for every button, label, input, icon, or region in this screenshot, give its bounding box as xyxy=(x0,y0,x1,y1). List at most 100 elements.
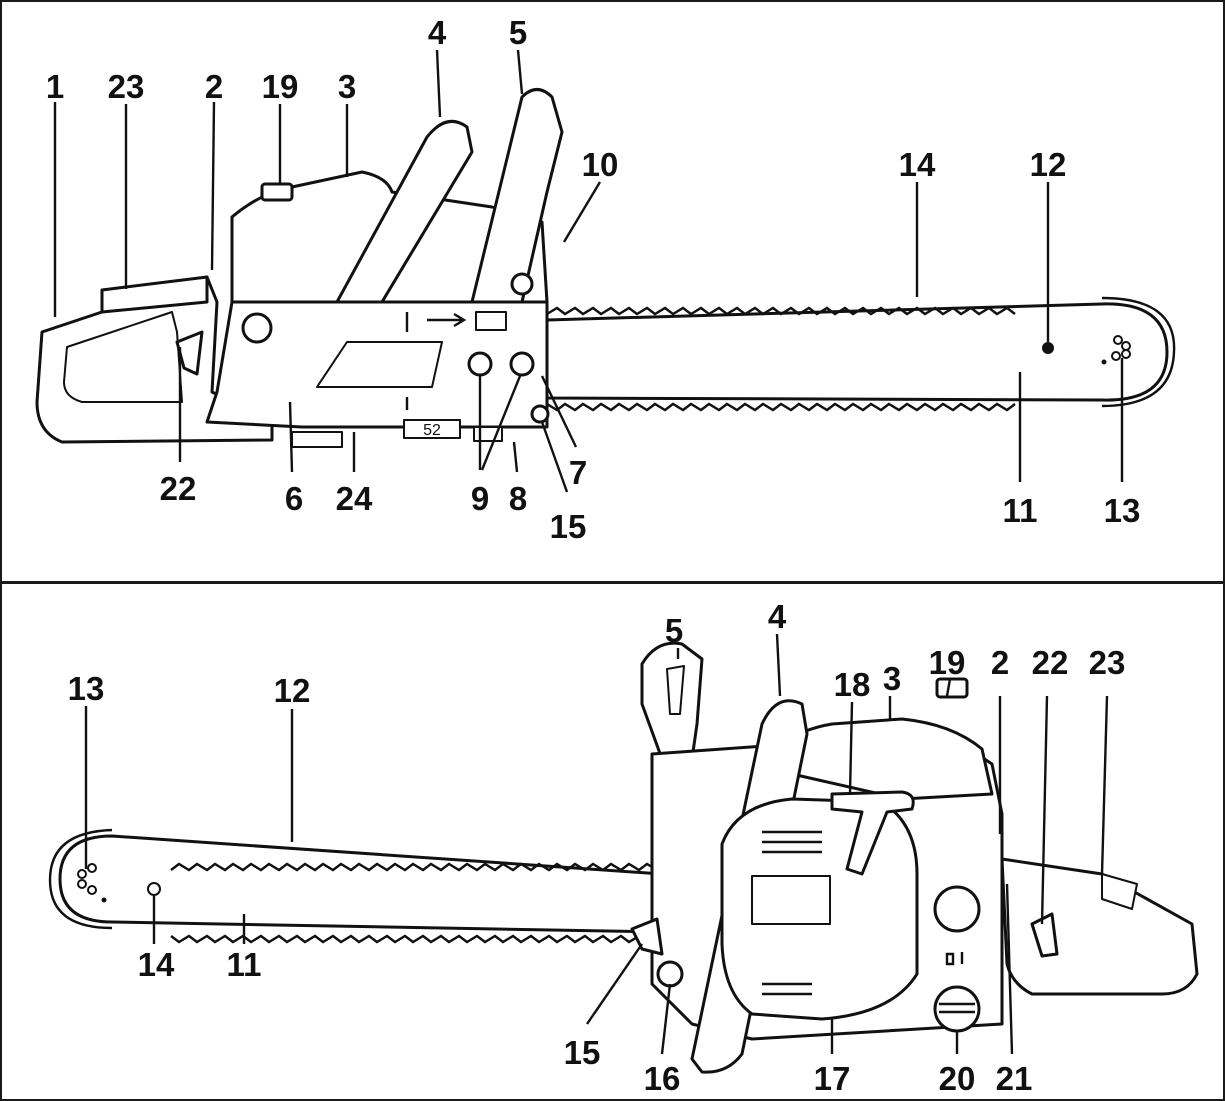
callout-8: 8 xyxy=(509,480,527,517)
callout-2: 2 xyxy=(991,644,1009,681)
oil-cap xyxy=(933,885,981,933)
leader-line xyxy=(210,101,216,271)
callout-2: 2 xyxy=(205,68,223,105)
callout-13: 13 xyxy=(1104,492,1141,529)
callout-15: 15 xyxy=(564,1034,601,1071)
tensioner-screw xyxy=(291,431,343,448)
cover-stamp xyxy=(403,419,461,439)
sprocket-hole xyxy=(77,869,87,879)
callout-12: 12 xyxy=(274,672,311,709)
callout-5: 5 xyxy=(509,14,527,51)
guide-bar xyxy=(58,834,664,934)
top-callouts: 1 23 2 19 3 4 5 10 14 12 22 6 24 9 8 15 … xyxy=(46,14,1141,545)
choke-knob xyxy=(935,677,969,699)
callout-12: 12 xyxy=(1030,146,1067,183)
panel-right-side-view: 13 12 14 11 5 4 18 3 19 2 22 23 15 16 17… xyxy=(2,584,1223,1099)
leader-line xyxy=(848,701,854,795)
chain-top xyxy=(170,862,658,872)
tension-knob xyxy=(656,960,684,988)
leader-line xyxy=(562,181,602,243)
bar-nut xyxy=(467,351,493,377)
front-handle xyxy=(335,119,474,304)
leader-line xyxy=(540,421,569,493)
bolt xyxy=(510,272,534,296)
oil-icon-box xyxy=(475,311,507,331)
left-side-illustration: 52 xyxy=(35,14,1176,545)
callout-10: 10 xyxy=(582,146,619,183)
callout-16: 16 xyxy=(644,1060,681,1097)
guide-bar xyxy=(545,302,1169,402)
sprocket-hole xyxy=(1111,351,1121,361)
fuel-icon xyxy=(945,952,964,966)
chain-nose xyxy=(1101,296,1176,408)
sprocket-hole xyxy=(87,863,97,873)
callout-19: 19 xyxy=(929,644,966,681)
chainsaw-right-drawing xyxy=(48,641,1199,1074)
callout-7: 7 xyxy=(569,454,587,491)
starter-grip xyxy=(830,790,915,876)
callout-22: 22 xyxy=(1032,644,1069,681)
leader-line xyxy=(540,375,578,448)
bottom-leader-lines xyxy=(84,633,1109,1055)
leader-line xyxy=(775,633,782,697)
callout-11: 11 xyxy=(227,946,262,983)
callout-22: 22 xyxy=(160,470,197,507)
starter-vents xyxy=(762,830,822,996)
sprocket-hole xyxy=(87,885,97,895)
callout-4: 4 xyxy=(768,598,787,635)
callout-23: 23 xyxy=(1089,644,1126,681)
callout-5: 5 xyxy=(665,612,683,649)
throttle-trigger xyxy=(1030,912,1059,958)
hand-guard-slot xyxy=(666,665,685,715)
callout-4: 4 xyxy=(428,14,447,51)
starter-decal xyxy=(751,875,831,925)
callout-23: 23 xyxy=(108,68,145,105)
leader-line xyxy=(660,983,672,1055)
cover-stamp-text: 52 xyxy=(423,422,441,439)
leader-line xyxy=(512,441,519,473)
cover-decal xyxy=(316,341,443,388)
callout-15: 15 xyxy=(550,508,587,545)
sprocket-hole xyxy=(101,897,107,903)
callout-13: 13 xyxy=(68,670,105,707)
callout-19: 19 xyxy=(262,68,299,105)
air-filter-cover xyxy=(1101,873,1138,910)
bar-hole xyxy=(147,882,161,896)
air-filter-cover xyxy=(100,275,209,314)
bar-hole xyxy=(1042,342,1054,354)
callout-11: 11 xyxy=(1003,492,1038,529)
callout-3: 3 xyxy=(883,660,901,697)
panel-left-side-view: 52 xyxy=(2,2,1223,584)
callout-6: 6 xyxy=(285,480,303,517)
choke-knob xyxy=(260,182,294,202)
leader-line xyxy=(480,375,522,471)
callout-21: 21 xyxy=(996,1060,1033,1097)
top-leader-lines xyxy=(53,49,1124,493)
leader-line xyxy=(435,49,442,118)
sprocket-hole xyxy=(1121,341,1131,351)
bottom-callouts: 13 12 14 11 5 4 18 3 19 2 22 23 15 16 17… xyxy=(68,598,1126,1097)
sprocket-hole xyxy=(77,879,87,889)
leader-line xyxy=(288,401,294,473)
fuel-cap-grip xyxy=(939,1002,975,1014)
sprocket-hole xyxy=(1101,359,1107,365)
throttle-trigger xyxy=(175,330,204,376)
callout-17: 17 xyxy=(814,1060,851,1097)
leader-line xyxy=(1005,883,1014,1055)
callout-24: 24 xyxy=(336,480,373,517)
callout-3: 3 xyxy=(338,68,356,105)
right-side-illustration: 13 12 14 11 5 4 18 3 19 2 22 23 15 16 17… xyxy=(48,598,1199,1097)
chain-bottom xyxy=(546,402,1016,412)
leader-line xyxy=(1040,695,1049,925)
callout-14: 14 xyxy=(899,146,936,183)
bumper-spike xyxy=(630,917,664,956)
callout-9: 9 xyxy=(471,480,489,517)
bar-nut xyxy=(509,351,535,377)
callout-1: 1 xyxy=(46,68,64,105)
chain-bottom xyxy=(170,934,658,944)
chain-nose xyxy=(48,828,113,930)
sprocket-hole xyxy=(1121,349,1131,359)
callout-20: 20 xyxy=(939,1060,976,1097)
leader-line xyxy=(516,49,524,95)
leader-line xyxy=(1100,695,1109,875)
